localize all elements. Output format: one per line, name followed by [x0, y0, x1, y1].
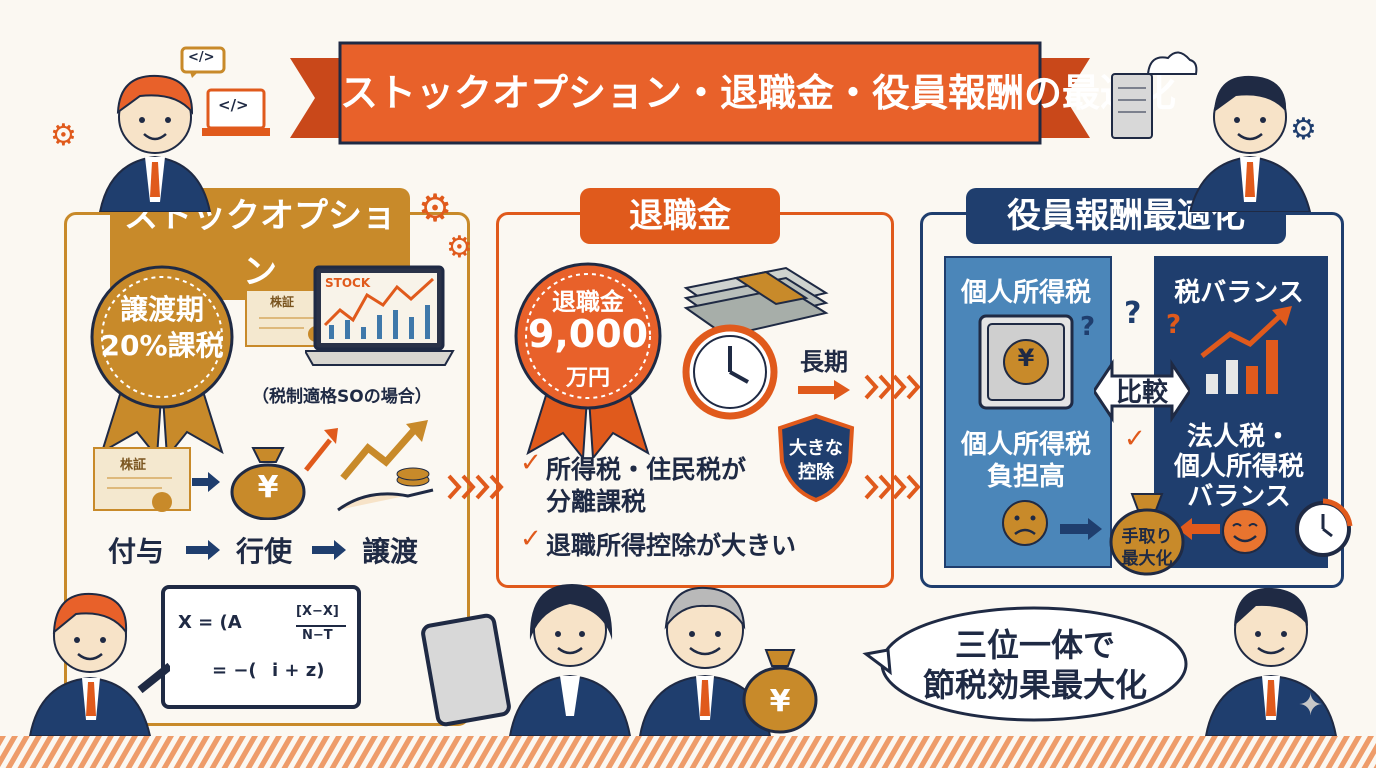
compare-double-arrow [1094, 359, 1190, 423]
speech-line-1: 三位一体で [954, 626, 1115, 664]
formula-line-2: = −( [212, 660, 257, 681]
safe-icon [978, 314, 1074, 410]
arrow-right-icon [798, 380, 850, 400]
shield-line-2: 控除 [798, 462, 834, 483]
formula-line-1: X = (A [178, 612, 242, 633]
money-bag-yen: ¥ [257, 470, 279, 505]
personal-tax-title: 個人所得税 [960, 278, 1091, 308]
certificate-label-top: 株証 [270, 295, 295, 309]
gear-icon: ⚙ [1290, 112, 1317, 147]
question-icon: ? [1080, 312, 1096, 342]
arrow-right-icon [312, 540, 346, 560]
growth-arrow-coins-icon [304, 420, 434, 512]
bag-line-2: 最大化 [1121, 549, 1173, 569]
formula-tail: i + z) [272, 660, 325, 681]
speech-bubble [862, 606, 1188, 722]
growth-chart-icon [1200, 306, 1292, 394]
certificate-icon-grant [93, 447, 191, 512]
money-bag-yen: ¥ [769, 684, 791, 719]
person-bottom-left [28, 592, 170, 736]
gear-icon: ⚙ [50, 118, 77, 153]
retirement-badge-line-2: 9,000 [527, 312, 649, 356]
flow-chevrons [864, 374, 921, 400]
cash-stack-icon [683, 266, 829, 338]
tax-balance-title: 税バランス [1174, 278, 1304, 308]
balance-line-3: バランス [1187, 482, 1291, 512]
server-cloud-icon [1111, 51, 1198, 139]
person-top-right [1188, 75, 1312, 212]
balance-line-2: 個人所得税 [1173, 452, 1304, 482]
arrow-right-icon [186, 540, 220, 560]
retirement-badge-line-3: 万円 [565, 366, 610, 391]
arrow-left-icon [1178, 518, 1220, 540]
code-tag-1: </> [188, 50, 215, 65]
question-icon: ? [1124, 296, 1142, 331]
question-icon: ? [1166, 310, 1182, 340]
bottom-stripe-decoration [0, 736, 1376, 768]
badge-line-1: 譲渡期 [119, 293, 204, 326]
badge-line-2: 20%課税 [100, 329, 224, 362]
long-term-label: 長期 [800, 348, 848, 376]
sad-face-icon [1002, 500, 1048, 546]
laptop-label: STOCK [325, 276, 371, 290]
tablet-icon [421, 613, 511, 727]
page-title: ストックオプション・退職金・役員報酬の最適化 [340, 71, 1177, 115]
check-item-1-line-2: 分離課税 [546, 487, 647, 516]
step-exercise: 行使 [236, 535, 293, 568]
money-bag-icon [742, 649, 818, 734]
check-icon: ✓ [520, 448, 542, 478]
speech-line-2: 節税効果最大化 [922, 666, 1147, 704]
flow-chevrons [864, 474, 921, 500]
safe-yen: ¥ [1017, 344, 1035, 372]
gear-icon: ⚙ [418, 186, 453, 230]
gear-icon: ⚙ [446, 230, 473, 265]
formula-board [161, 585, 361, 709]
personal-tax-line-2: 負担高 [986, 462, 1065, 492]
qualified-so-note: （税制適格SOの場合） [252, 387, 432, 407]
tax-rate-badge [90, 265, 234, 460]
check-icon: ✓ [520, 524, 542, 554]
step-grant: 付与 [108, 535, 165, 568]
sparkle-icon: ✦ [1298, 688, 1324, 723]
check-item-1-line-1: 所得税・住民税が [546, 455, 747, 484]
step-transfer: 譲渡 [362, 535, 419, 568]
person-top-left [98, 74, 212, 212]
balance-line-1: 法人税・ [1186, 422, 1291, 452]
retirement-amount-badge [514, 262, 662, 458]
laptop-stock-chart-icon [305, 265, 455, 366]
flow-chevrons [447, 474, 504, 500]
formula-fraction-top: [X−X] [296, 604, 339, 619]
check-item-2: 退職所得控除が大きい [546, 531, 797, 560]
person-woman [508, 584, 632, 736]
retirement-heading: 退職金 [580, 188, 780, 244]
bag-line-1: 手取り [1121, 527, 1173, 547]
smile-face-icon [1222, 508, 1268, 554]
code-chat-icon [180, 46, 226, 78]
person-bottom-right [1204, 587, 1338, 736]
money-bag-icon [230, 447, 306, 520]
shield-icon [777, 413, 855, 503]
title-ribbon [290, 41, 1090, 145]
certificate-label-bottom: 株証 [120, 458, 147, 473]
clock-icon [682, 324, 778, 420]
compare-label: 比較 [1115, 378, 1168, 408]
timer-icon [1295, 498, 1353, 557]
check-icon: ✓ [1124, 424, 1146, 454]
laptop-code-icon [202, 88, 270, 136]
shield-line-1: 大きな [789, 438, 843, 459]
personal-tax-line-1: 個人所得税 [960, 430, 1091, 460]
formula-fraction-bottom: N−T [302, 628, 333, 643]
take-home-money-bag [1109, 493, 1185, 576]
retirement-badge-line-1: 退職金 [552, 288, 624, 316]
arrow-right-icon [192, 472, 220, 492]
code-tag-2: </> [218, 96, 249, 114]
arrow-right-icon [1060, 518, 1102, 540]
